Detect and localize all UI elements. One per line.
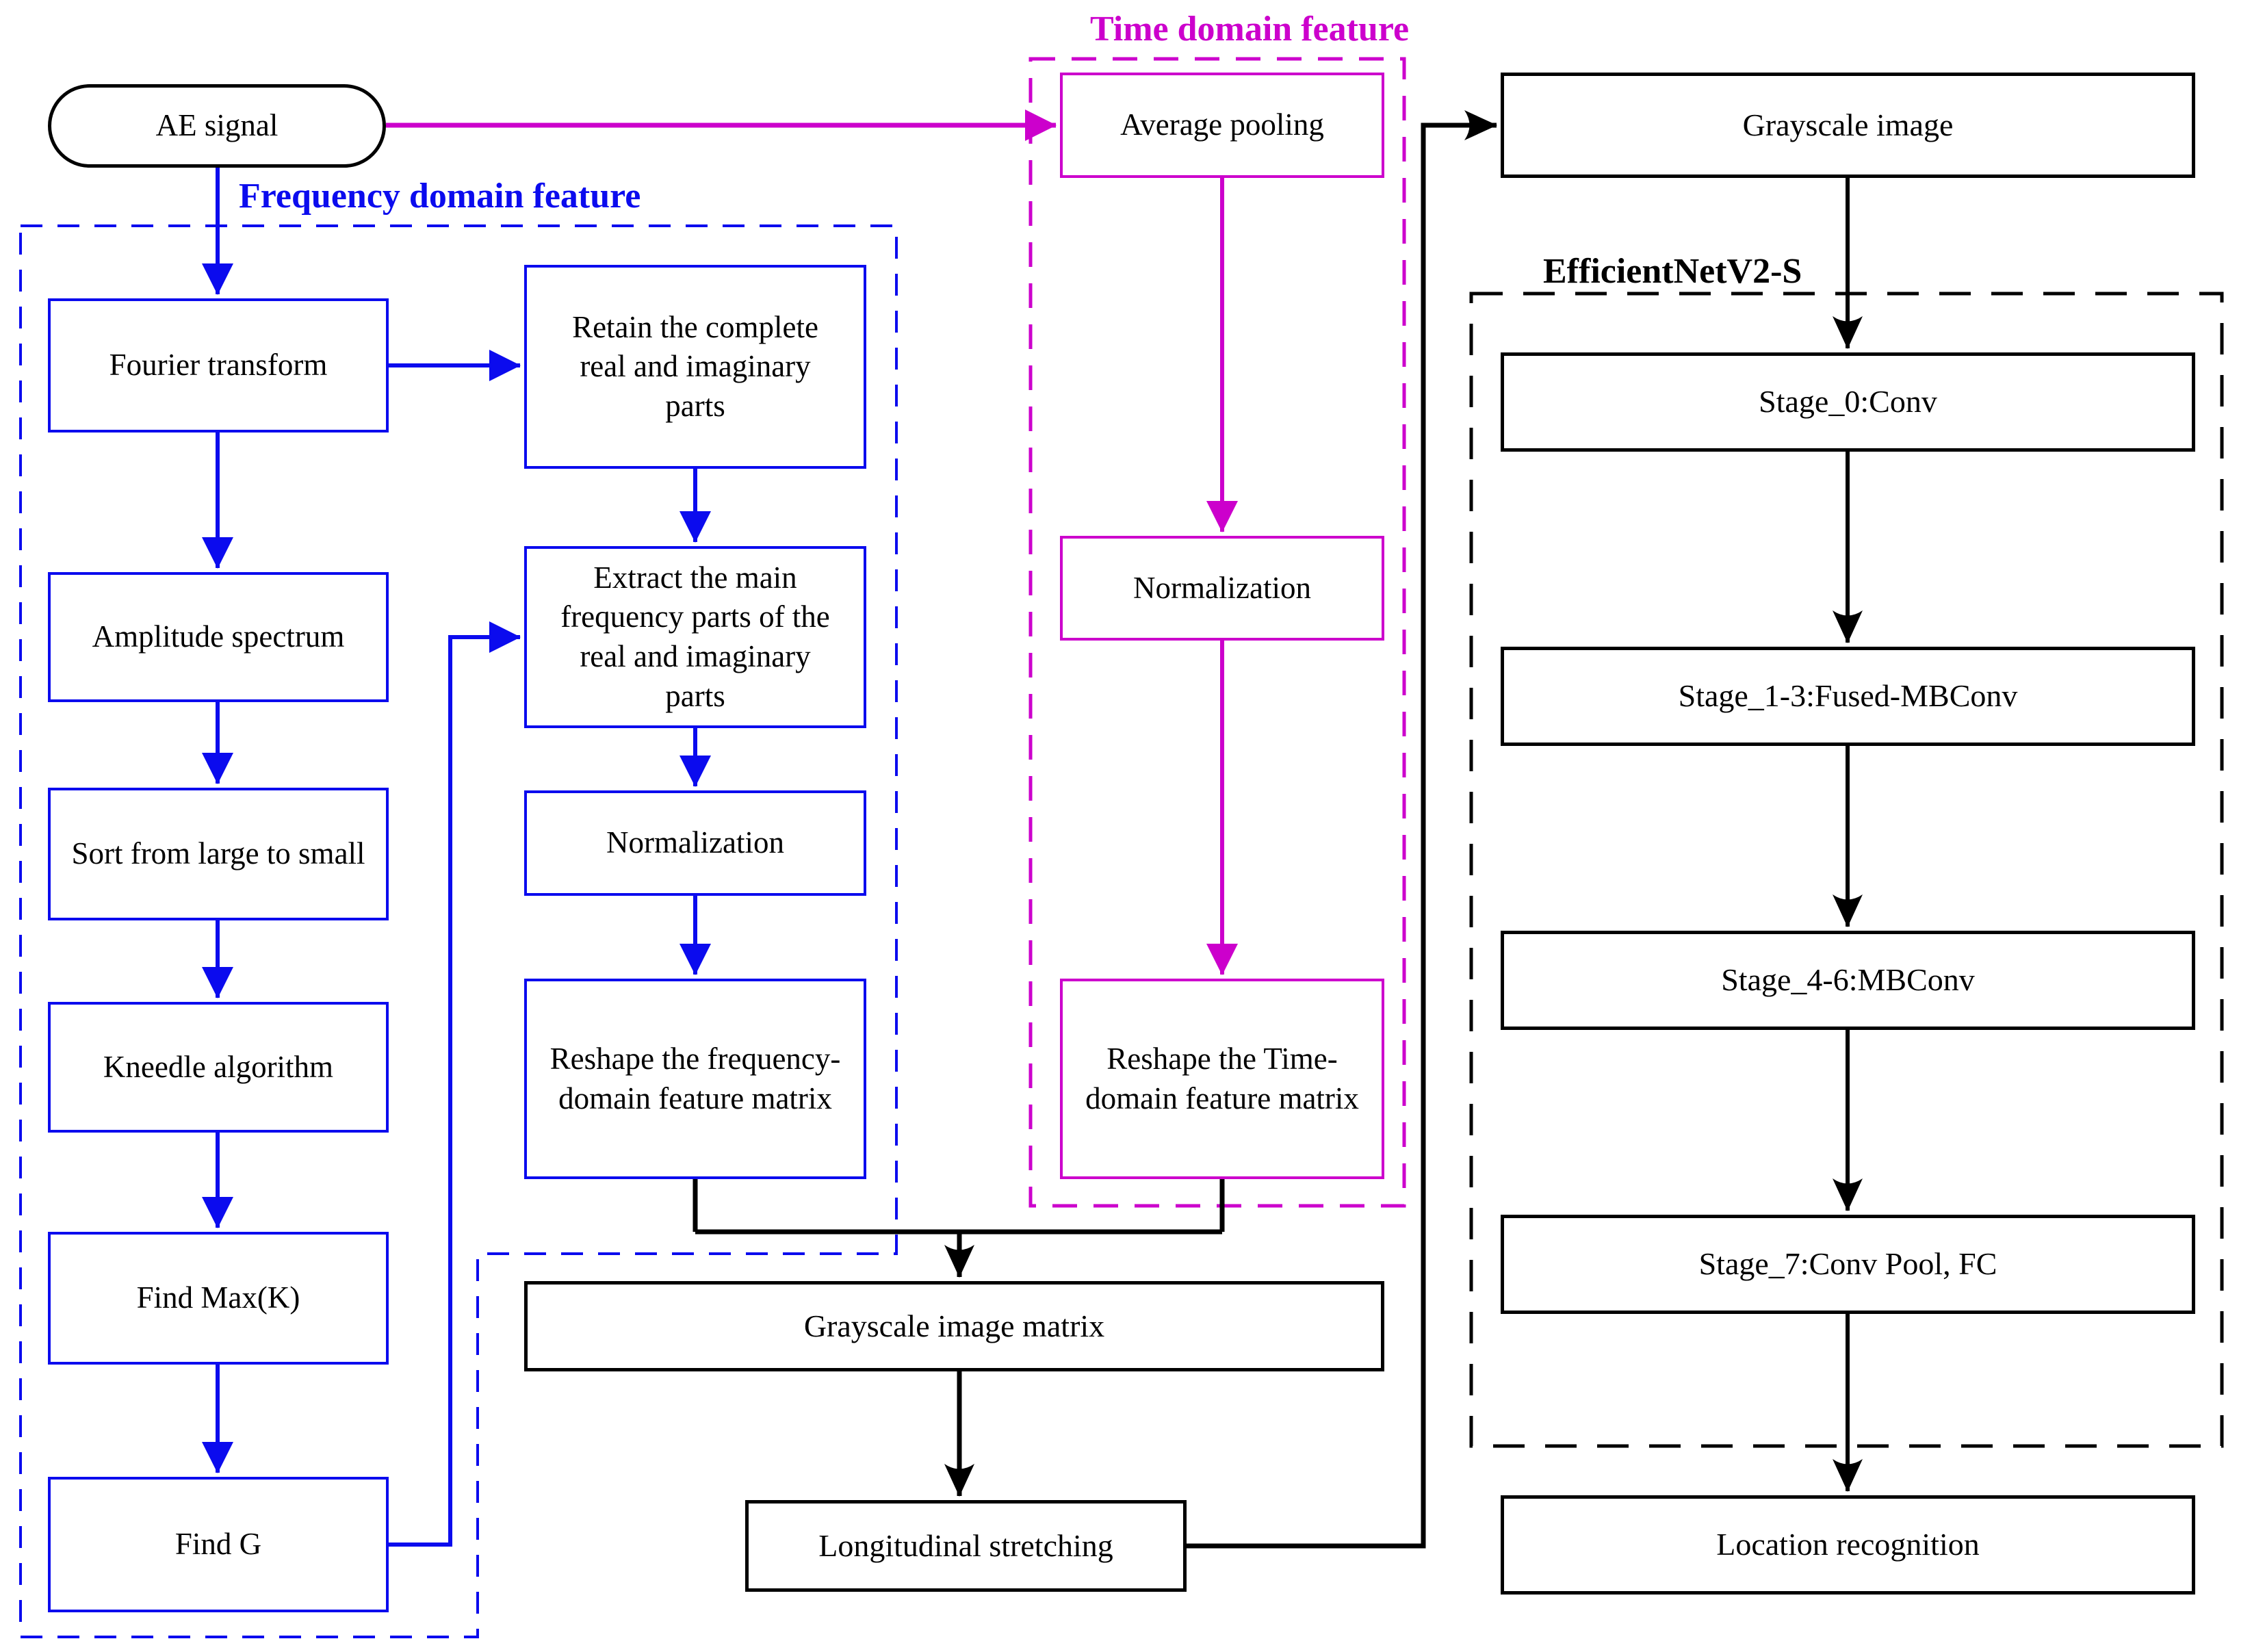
node-normalization-frequency: Normalization [524,790,866,896]
frequency-section-label: Frequency domain feature [239,177,641,216]
frequency-dashed-region [19,224,898,1638]
node-grayscale-image-matrix-label: Grayscale image matrix [803,1308,1105,1343]
node-kneedle-algorithm: Kneedle algorithm [48,1002,389,1133]
network-dashed-region [1469,292,2224,1448]
node-retain-real-imaginary: Retain the complete real and imaginary p… [524,265,866,469]
node-reshape-time-matrix-label: Reshape the Time-domain feature matrix [1085,1041,1359,1115]
node-fourier-transform: Fourier transform [48,298,389,433]
node-reshape-frequency-matrix-label: Reshape the frequency-domain feature mat… [549,1041,841,1115]
network-section-label: EfficientNetV2-S [1543,252,1802,291]
node-stage-0-conv: Stage_0:Conv [1501,352,2195,452]
node-amplitude-spectrum: Amplitude spectrum [48,572,389,702]
node-longitudinal-stretching-label: Longitudinal stretching [818,1527,1113,1563]
time-section-label: Time domain feature [1090,10,1410,49]
node-normalization-frequency-label: Normalization [606,825,784,860]
edge-findg-extract [389,621,521,1547]
node-stage-4-6-mbconv: Stage_4-6:MBConv [1501,931,2195,1030]
node-amplitude-spectrum-label: Amplitude spectrum [92,619,345,654]
node-ae-signal: AE signal [48,84,386,168]
node-stage-0-conv-label: Stage_0:Conv [1759,384,1937,420]
node-normalization-time: Normalization [1060,536,1384,641]
node-reshape-time-matrix: Reshape the Time-domain feature matrix [1060,979,1384,1179]
node-normalization-time-label: Normalization [1133,570,1311,605]
node-ae-signal-label: AE signal [155,108,279,143]
node-retain-real-imaginary-label: Retain the complete real and imaginary p… [572,309,818,423]
node-find-g-label: Find G [174,1527,262,1562]
node-stage-1-3-fused-mbconv-label: Stage_1-3:Fused-MBConv [1678,678,2018,714]
node-stage-7-conv-pool-fc: Stage_7:Conv Pool, FC [1501,1215,2195,1314]
node-stage-7-conv-pool-fc-label: Stage_7:Conv Pool, FC [1698,1246,1997,1282]
node-location-recognition: Location recognition [1501,1495,2195,1595]
node-stage-4-6-mbconv-label: Stage_4-6:MBConv [1721,962,1975,998]
node-longitudinal-stretching: Longitudinal stretching [745,1500,1187,1592]
node-find-max-k: Find Max(K) [48,1232,389,1365]
edge-reshape-join-graymatrix [693,1179,1225,1277]
node-location-recognition-label: Location recognition [1716,1527,1980,1562]
node-kneedle-algorithm-label: Kneedle algorithm [103,1049,334,1084]
node-extract-main-frequency: Extract the main frequency parts of the … [524,546,866,728]
node-reshape-frequency-matrix: Reshape the frequency-domain feature mat… [524,979,866,1179]
node-find-max-k-label: Find Max(K) [136,1280,300,1315]
node-average-pooling: Average pooling [1060,73,1384,178]
node-find-g: Find G [48,1477,389,1612]
node-sort-large-to-small: Sort from large to small [48,788,389,920]
node-average-pooling-label: Average pooling [1120,107,1324,142]
node-extract-main-frequency-label: Extract the main frequency parts of the … [560,560,830,713]
node-sort-large-to-small-label: Sort from large to small [71,836,365,871]
node-grayscale-image: Grayscale image [1501,73,2195,178]
node-grayscale-image-label: Grayscale image [1742,107,1954,142]
edge-longstretch-grayimage [1187,110,1497,1549]
node-fourier-transform-label: Fourier transform [109,348,328,383]
time-dashed-region [1028,57,1406,1208]
node-grayscale-image-matrix: Grayscale image matrix [524,1281,1384,1371]
node-stage-1-3-fused-mbconv: Stage_1-3:Fused-MBConv [1501,647,2195,746]
